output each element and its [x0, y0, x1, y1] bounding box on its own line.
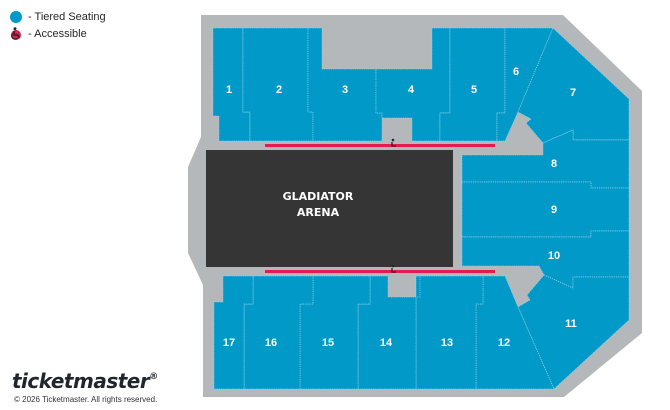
- legend-item-accessible: - Accessible: [10, 25, 106, 42]
- legend-item-tiered-seating: - Tiered Seating: [10, 8, 106, 25]
- svg-text:GLADIATOR: GLADIATOR: [283, 190, 354, 203]
- legend: - Tiered Seating - Accessible: [10, 8, 106, 42]
- legend-label-accessible: - Accessible: [28, 27, 87, 40]
- accessible-platform-south[interactable]: [265, 264, 495, 273]
- section-9[interactable]: 9: [461, 181, 630, 238]
- section-13[interactable]: 13: [415, 275, 484, 390]
- gladiator-arena: GLADIATOR ARENA: [206, 150, 453, 267]
- svg-text:ARENA: ARENA: [297, 206, 340, 219]
- accessible-platform-north[interactable]: [265, 138, 495, 147]
- tiered-seating-dot-icon: [10, 10, 22, 23]
- accessible-wheelchair-icon: [10, 27, 22, 40]
- copyright-text: © 2026 Ticketmaster. All rights reserved…: [14, 395, 158, 404]
- section-5[interactable]: 5: [439, 27, 506, 142]
- ticketmaster-logo: ticketmaster®: [12, 369, 158, 393]
- legend-label-tiered: - Tiered Seating: [28, 10, 106, 23]
- section-2[interactable]: 2: [242, 27, 314, 142]
- accessible-wheelchair-icon: [391, 264, 396, 273]
- accessible-wheelchair-icon: [391, 138, 396, 147]
